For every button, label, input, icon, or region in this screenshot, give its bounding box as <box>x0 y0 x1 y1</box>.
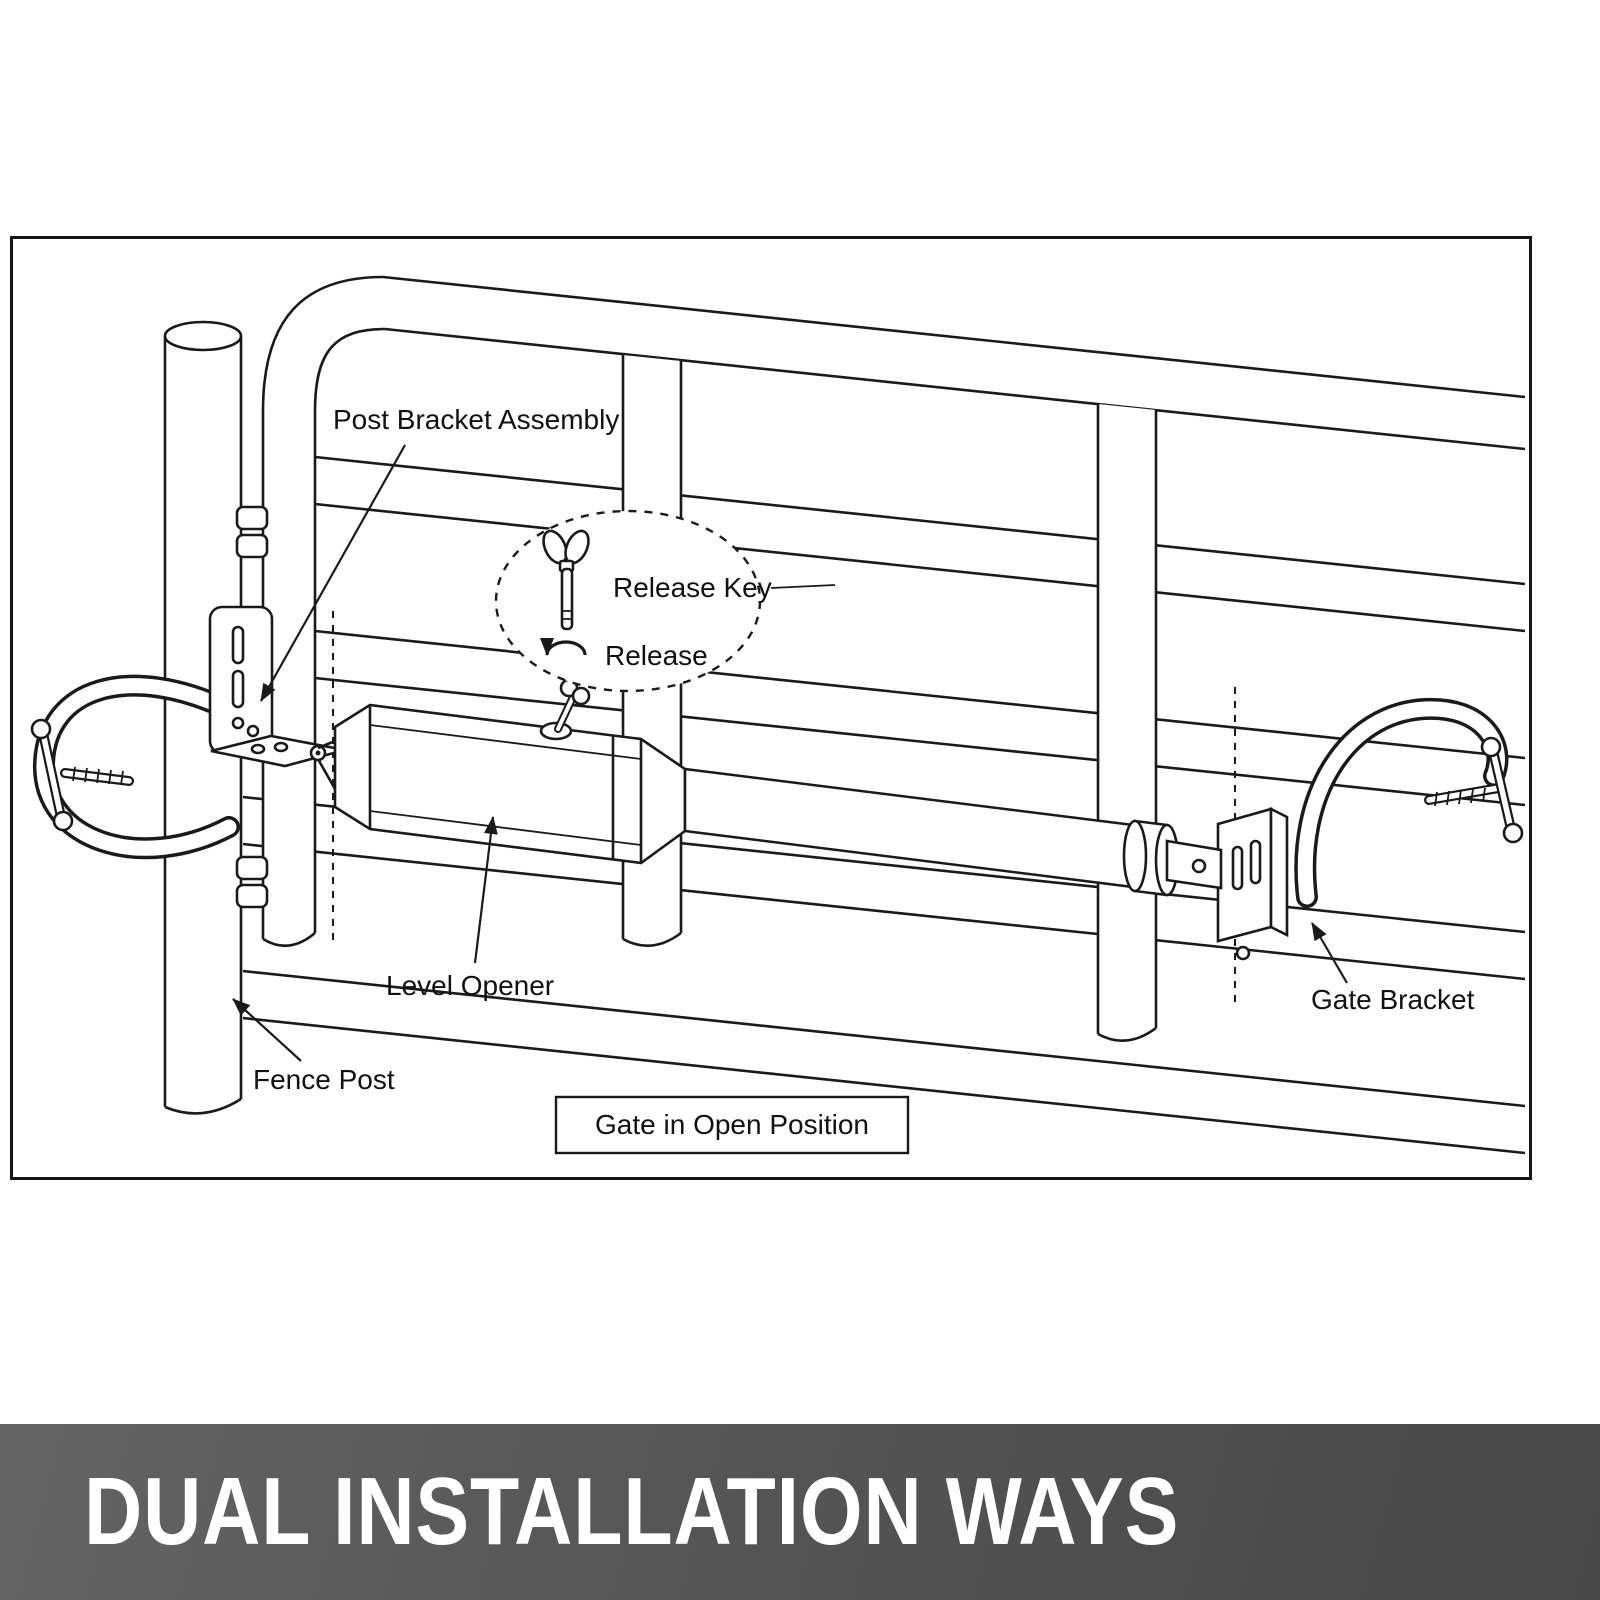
left-c-clamp <box>32 674 240 860</box>
rod-clevis <box>1165 839 1223 890</box>
gate-bracket <box>1216 806 1289 961</box>
release-key-on-body <box>539 678 591 741</box>
release-detail-balloon: Release Key Release <box>494 509 836 693</box>
post-bracket-assembly <box>208 605 346 768</box>
caption-text: Gate in Open Position <box>595 1109 869 1140</box>
arrow-post-bracket-assembly <box>260 444 406 702</box>
label-gate-bracket: Gate Bracket <box>1311 984 1475 1015</box>
fence-post <box>163 320 243 1115</box>
gate-right-upright <box>1096 404 1158 1043</box>
arrow-fence-post <box>232 998 302 1062</box>
left-clamp-screw <box>30 718 134 832</box>
label-release: Release <box>605 640 708 671</box>
arrow-level-opener <box>473 816 498 964</box>
label-level-opener: Level Opener <box>386 970 554 1001</box>
gate-hinges <box>235 505 269 909</box>
bottom-banner: DUAL INSTALLATION WAYS <box>0 1424 1600 1600</box>
callouts: Post Bracket Assembly Level Opener Fence… <box>232 404 1475 1095</box>
label-release-key: Release Key <box>613 572 772 603</box>
label-fence-post: Fence Post <box>253 1064 395 1095</box>
right-clamp-screw <box>1424 736 1524 844</box>
diagram-frame: Release Key Release Post Bracket Assembl… <box>10 236 1532 1180</box>
release-key-icon <box>542 529 590 631</box>
gate-opener-diagram: Release Key Release Post Bracket Assembl… <box>30 275 1526 1155</box>
label-post-bracket-assembly: Post Bracket Assembly <box>333 404 619 435</box>
caption-box: Gate in Open Position <box>554 1095 910 1155</box>
arrow-gate-bracket <box>1311 922 1348 984</box>
banner-title: DUAL INSTALLATION WAYS <box>84 1458 1180 1565</box>
release-rotate-arrow-icon <box>540 637 587 656</box>
gate-rails <box>242 275 1526 1155</box>
